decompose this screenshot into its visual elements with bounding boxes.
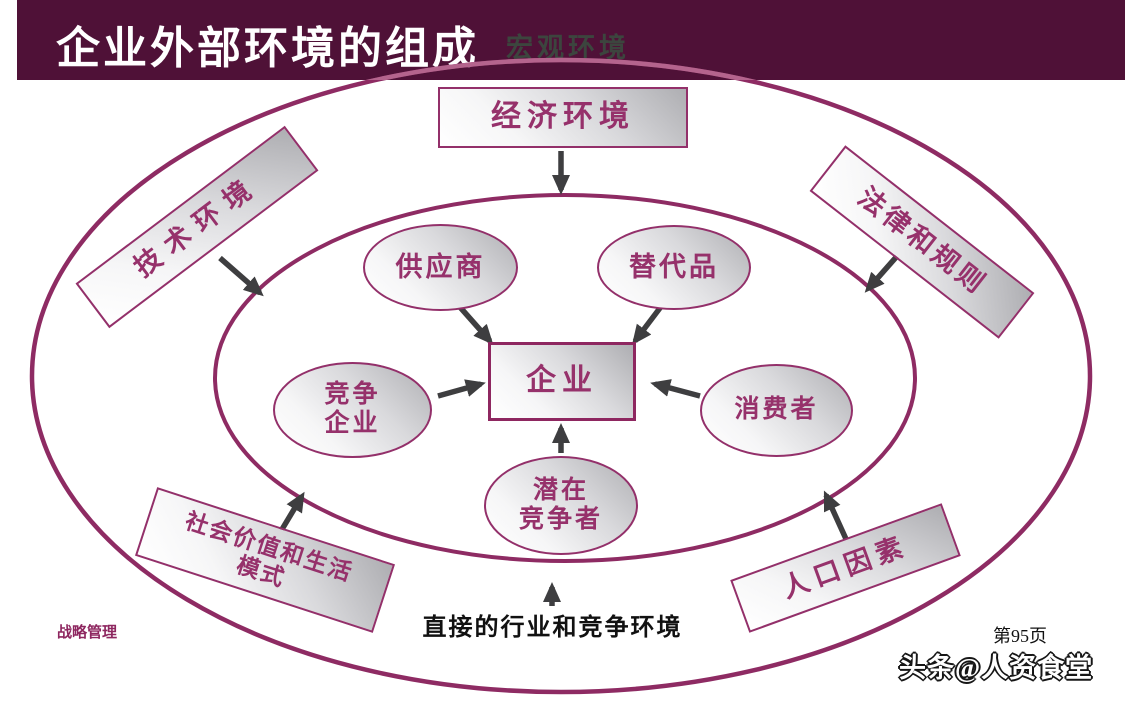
competitor-ellipse: 竞争 企业	[273, 362, 432, 458]
substitute-ellipse: 替代品	[597, 225, 751, 310]
potential-competitor-label-line2: 竞争者	[518, 505, 603, 533]
page-title: 企业外部环境的组成	[56, 24, 479, 73]
economic-environment-box: 经济环境	[438, 87, 688, 148]
arrows	[218, 151, 901, 606]
enterprise-box: 企业	[488, 342, 636, 421]
footer-course-label: 战略管理	[57, 625, 118, 641]
competitor-label-line2: 企业	[324, 410, 381, 437]
substitute-label: 替代品	[629, 251, 719, 282]
enterprise-label: 企业	[526, 364, 598, 398]
outer-ellipse-header-arc	[365, 57, 757, 80]
direct-environment-caption: 直接的行业和竞争环境	[422, 615, 683, 641]
arrow-competitor	[437, 379, 486, 399]
potential-competitor-label-line1: 潜在	[532, 476, 589, 504]
supplier-label: 供应商	[395, 251, 486, 282]
potential-competitor-ellipse: 潜在 竞争者	[484, 456, 638, 555]
supplier-ellipse: 供应商	[363, 224, 518, 311]
inner-ellipse	[213, 193, 917, 563]
arrow-technology	[218, 255, 264, 297]
watermark-text: 头条@人资食堂	[899, 653, 1094, 683]
slide-header: 企业外部环境的组成 宏观环境	[17, 0, 1125, 80]
page-number: 第95页	[993, 626, 1047, 646]
arrow-consumer	[650, 379, 701, 399]
consumer-ellipse: 消费者	[700, 364, 853, 457]
economic-environment-label: 经济环境	[491, 100, 635, 134]
arrow-substitute	[631, 302, 666, 345]
consumer-label: 消费者	[734, 396, 819, 424]
arrow-supplier	[456, 304, 494, 345]
arrow-population	[823, 490, 849, 541]
competitor-label-line1: 竞争	[324, 381, 381, 409]
arrow-legal	[864, 253, 901, 293]
